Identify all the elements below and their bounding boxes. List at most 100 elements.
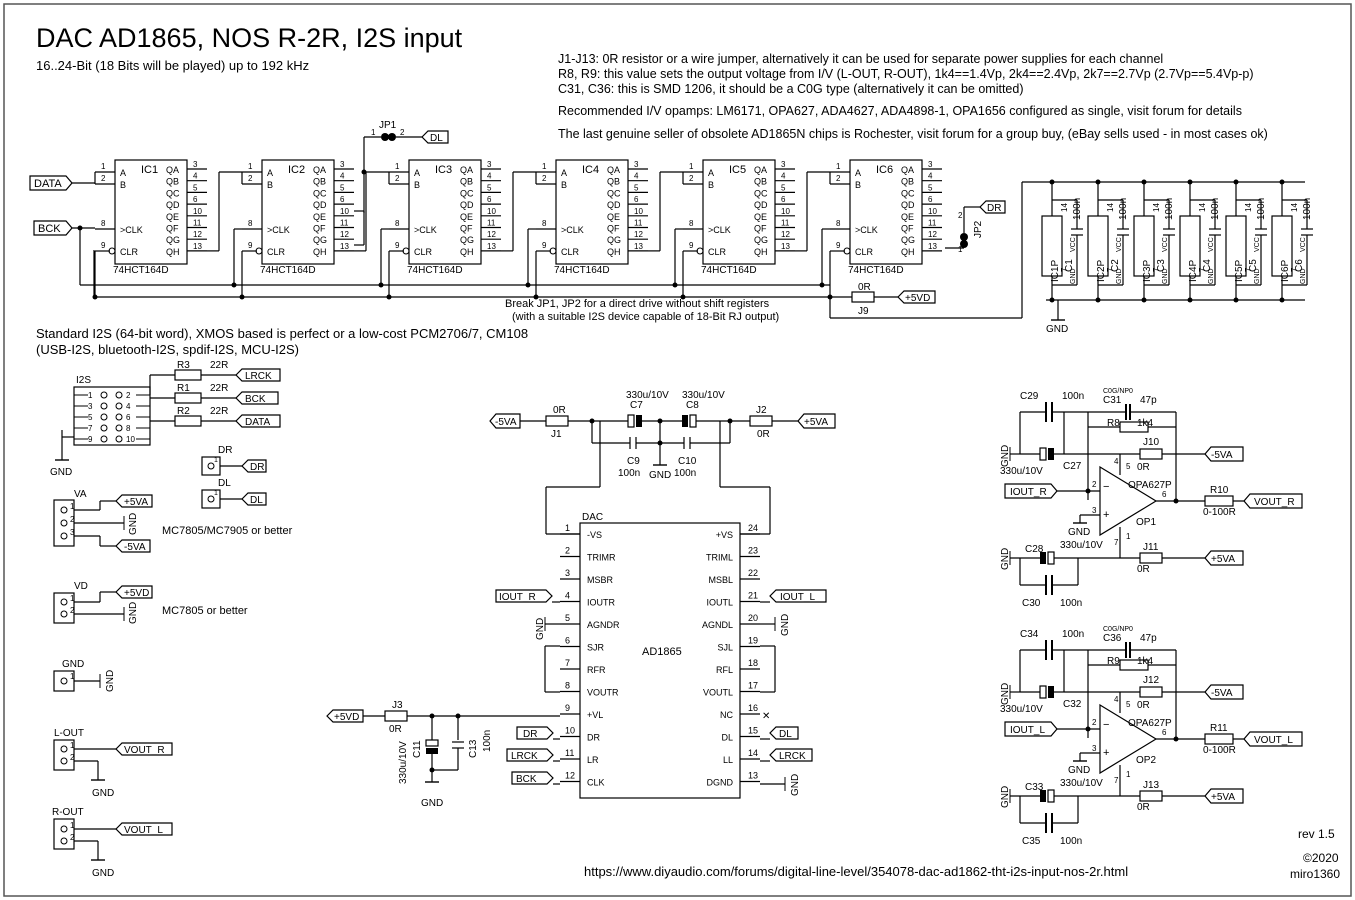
svg-text:4: 4 bbox=[1114, 695, 1119, 704]
svg-text:9: 9 bbox=[101, 241, 106, 250]
svg-text:7: 7 bbox=[565, 658, 570, 668]
svg-text:MSBR: MSBR bbox=[587, 575, 614, 585]
svg-text:J13: J13 bbox=[1143, 780, 1160, 791]
svg-text:1: 1 bbox=[70, 821, 75, 830]
svg-text:AD1865: AD1865 bbox=[642, 646, 682, 658]
svg-text:1: 1 bbox=[958, 245, 963, 254]
svg-text:1: 1 bbox=[395, 162, 400, 171]
svg-text:+5VA: +5VA bbox=[1211, 554, 1235, 565]
svg-text:A: A bbox=[267, 168, 273, 178]
svg-text:LRCK: LRCK bbox=[245, 371, 272, 382]
svg-text:DR: DR bbox=[218, 445, 232, 456]
svg-text:7: 7 bbox=[1198, 267, 1207, 272]
svg-text:GND: GND bbox=[535, 618, 546, 640]
svg-text:J12: J12 bbox=[1143, 675, 1160, 686]
svg-text:BCK: BCK bbox=[245, 394, 266, 405]
svg-text:1: 1 bbox=[88, 391, 93, 400]
svg-text:+VL: +VL bbox=[587, 710, 603, 720]
svg-text:QE: QE bbox=[901, 212, 914, 222]
svg-text:8: 8 bbox=[689, 219, 694, 228]
svg-text:QC: QC bbox=[313, 188, 327, 198]
svg-text:-5VA: -5VA bbox=[495, 417, 517, 428]
svg-text:OPA627P: OPA627P bbox=[1128, 718, 1172, 729]
svg-text:23: 23 bbox=[748, 546, 758, 556]
svg-text:CLR: CLR bbox=[708, 247, 727, 257]
svg-text:C8: C8 bbox=[686, 400, 699, 411]
svg-text:C10: C10 bbox=[678, 456, 697, 467]
svg-text:C9: C9 bbox=[627, 456, 640, 467]
svg-text:6: 6 bbox=[928, 195, 933, 204]
svg-text:C27: C27 bbox=[1063, 461, 1082, 472]
svg-text:C29: C29 bbox=[1020, 391, 1039, 402]
svg-text:QH: QH bbox=[166, 247, 180, 257]
svg-text:QG: QG bbox=[166, 235, 180, 245]
svg-text:GND: GND bbox=[790, 774, 801, 796]
svg-text:10: 10 bbox=[928, 207, 937, 216]
svg-text:LL: LL bbox=[723, 755, 733, 765]
svg-text:VOUT_L: VOUT_L bbox=[124, 825, 163, 836]
i2s-note-2: (USB-I2S, bluetooth-I2S, spdif-I2S, MCU-… bbox=[36, 342, 299, 357]
svg-text:2: 2 bbox=[565, 546, 570, 556]
svg-text:QC: QC bbox=[166, 188, 180, 198]
note-jumpers: J1-J13: 0R resistor or a wire jumper, al… bbox=[558, 52, 1163, 66]
svg-text:+5VD: +5VD bbox=[905, 293, 930, 304]
svg-text:QF: QF bbox=[901, 224, 914, 234]
svg-text:3: 3 bbox=[1092, 506, 1097, 515]
svg-text:5: 5 bbox=[634, 183, 639, 192]
svg-text:>CLK: >CLK bbox=[708, 225, 731, 235]
svg-text:8: 8 bbox=[126, 424, 131, 433]
svg-text:LR: LR bbox=[587, 755, 599, 765]
svg-text:100n: 100n bbox=[618, 468, 640, 479]
svg-text:VCC: VCC bbox=[1116, 237, 1123, 252]
svg-text:22R: 22R bbox=[210, 360, 228, 371]
svg-text:GND: GND bbox=[1000, 548, 1011, 570]
svg-text:CLR: CLR bbox=[267, 247, 286, 257]
svg-text:6: 6 bbox=[340, 195, 345, 204]
svg-text:1: 1 bbox=[214, 490, 218, 497]
svg-text:R9: R9 bbox=[1107, 656, 1120, 667]
svg-text:100n: 100n bbox=[1118, 198, 1129, 220]
svg-text:16: 16 bbox=[748, 703, 758, 713]
svg-text:QH: QH bbox=[313, 247, 327, 257]
svg-text:VCC: VCC bbox=[1070, 237, 1077, 252]
svg-text:DL: DL bbox=[250, 495, 263, 506]
svg-text:1: 1 bbox=[214, 457, 218, 464]
svg-text:VCC: VCC bbox=[1162, 237, 1169, 252]
svg-text:100n: 100n bbox=[1060, 836, 1082, 847]
svg-text:JP1: JP1 bbox=[379, 120, 397, 131]
svg-text:GND: GND bbox=[92, 868, 114, 879]
ic-label: IC2 bbox=[288, 164, 305, 176]
svg-text:3: 3 bbox=[565, 568, 570, 578]
svg-text:GND: GND bbox=[92, 788, 114, 799]
svg-text:CLR: CLR bbox=[855, 247, 874, 257]
svg-text:-VS: -VS bbox=[587, 530, 602, 540]
dac-wiring: IOUT_R GND IOUT_L GND ✕ DR LRCK BCK DL L… bbox=[326, 589, 827, 809]
svg-text:14: 14 bbox=[1152, 203, 1161, 212]
svg-text:0R: 0R bbox=[389, 724, 402, 735]
svg-text:C0G/NP0: C0G/NP0 bbox=[1103, 626, 1133, 633]
svg-text:11: 11 bbox=[193, 219, 202, 228]
svg-text:6: 6 bbox=[1162, 490, 1167, 499]
svg-text:0R: 0R bbox=[1137, 462, 1150, 473]
svg-text:0R: 0R bbox=[1137, 700, 1150, 711]
svg-text:0R: 0R bbox=[757, 429, 770, 440]
svg-text:12: 12 bbox=[487, 230, 496, 239]
svg-text:DR: DR bbox=[250, 462, 264, 473]
svg-text:VA: VA bbox=[74, 489, 87, 500]
svg-text:C33: C33 bbox=[1025, 782, 1044, 793]
svg-text:MC7805/MC7905 or better: MC7805/MC7905 or better bbox=[162, 525, 293, 537]
svg-text:1: 1 bbox=[70, 672, 75, 681]
svg-text:QG: QG bbox=[754, 235, 768, 245]
svg-text:1: 1 bbox=[1126, 532, 1131, 541]
svg-text:VCC: VCC bbox=[1300, 237, 1307, 252]
svg-text:QH: QH bbox=[460, 247, 474, 257]
svg-text:13: 13 bbox=[781, 242, 790, 251]
svg-text:CLR: CLR bbox=[120, 247, 139, 257]
dac-ad1865: DAC AD1865 1-VS24+VS2TRIMR23TRIML3MSBR22… bbox=[560, 512, 760, 799]
svg-text:3: 3 bbox=[88, 402, 93, 411]
svg-text:47p: 47p bbox=[1140, 633, 1157, 644]
svg-text:12: 12 bbox=[565, 771, 575, 781]
note-opamps: Recommended I/V opamps: LM6171, OPA627, … bbox=[558, 104, 1242, 118]
